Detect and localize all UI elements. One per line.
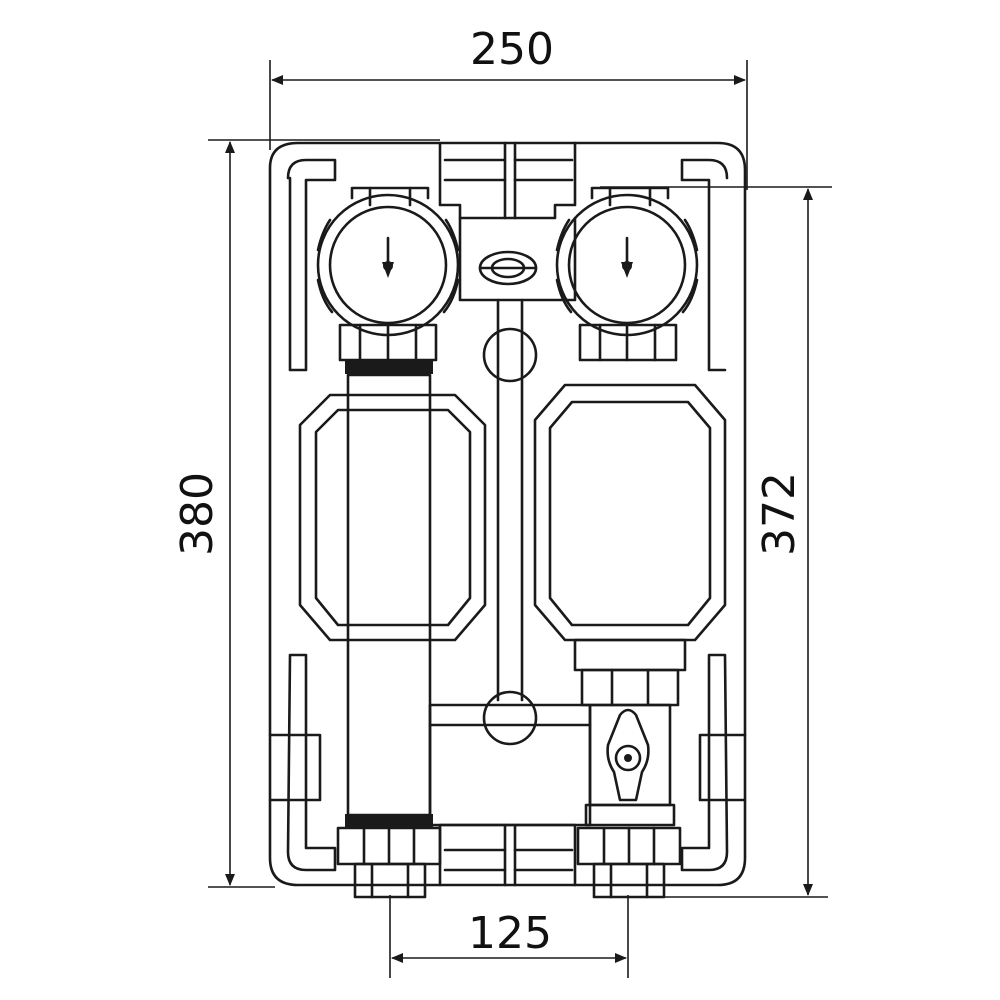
dimension-height-right: 372 [600,186,832,898]
right-housing [533,383,727,642]
center-backplate [428,216,592,827]
dimension-width-top: 250 [269,24,748,190]
left-gauge-needle-icon [382,236,394,278]
right-thermometer-gauge [555,186,699,362]
dimension-height-right-label: 372 [754,472,805,556]
insulation-shell [268,141,747,887]
right-lower-fittings [573,638,687,827]
left-pump-housing [298,393,487,642]
left-thermometer-gauge [316,186,460,362]
dimension-width-label: 250 [470,24,554,75]
dimension-spacing-label: 125 [468,908,552,959]
dimension-spacing-bottom: 125 [389,895,629,978]
right-gauge-needle-icon [621,236,633,278]
dimension-height-left: 380 [172,139,440,888]
bottom-right-union-fitting [576,826,682,899]
center-logo-badge [478,250,538,286]
dimension-height-left-label: 380 [172,472,223,556]
ball-valve-handle-icon [606,708,650,802]
left-supply-pipe [345,360,433,828]
bottom-left-union-fitting [336,826,442,899]
